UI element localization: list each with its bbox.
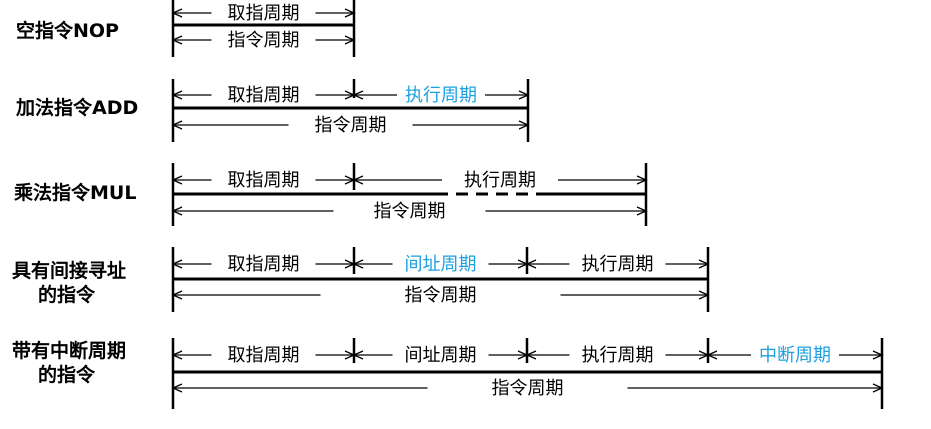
- interrupt-indirect-label: 间址周期: [405, 345, 477, 366]
- row-label-line: 空指令NOP: [16, 20, 119, 42]
- row-label-indirect: 具有间接寻址 的指令: [12, 259, 126, 307]
- nop-instruction-label: 指令周期: [228, 30, 300, 51]
- row-label-mul: 乘法指令MUL: [14, 181, 136, 205]
- indirect-fetch-label: 取指周期: [228, 254, 300, 275]
- row-label-line: 带有中断周期: [12, 340, 127, 362]
- interrupt-execute-label: 执行周期: [582, 345, 654, 366]
- nop-fetch-label: 取指周期: [228, 3, 300, 24]
- add-execute-label: 执行周期: [405, 85, 477, 106]
- row-label-line: 的指令: [38, 284, 96, 306]
- indirect-instruction-label: 指令周期: [405, 285, 477, 306]
- row-label-line: 的指令: [38, 364, 96, 386]
- add-fetch-label: 取指周期: [228, 85, 300, 106]
- row-label-add: 加法指令ADD: [16, 96, 138, 120]
- row-label-line: 具有间接寻址: [12, 260, 127, 282]
- interrupt-instruction-label: 指令周期: [492, 378, 564, 399]
- indirect-indirect-label: 间址周期: [405, 254, 477, 275]
- mul-instruction-label: 指令周期: [374, 201, 446, 222]
- row-label-line: 乘法指令MUL: [14, 182, 137, 204]
- row-label-line: 加法指令ADD: [16, 97, 139, 119]
- interrupt-fetch-label: 取指周期: [228, 345, 300, 366]
- interrupt-interrupt-label: 中断周期: [759, 345, 831, 366]
- add-instruction-label: 指令周期: [315, 115, 387, 136]
- row-label-interrupt: 带有中断周期 的指令: [12, 339, 126, 387]
- mul-fetch-label: 取指周期: [228, 170, 300, 191]
- row-label-nop: 空指令NOP: [16, 19, 119, 43]
- mul-execute-label: 执行周期: [464, 170, 536, 191]
- indirect-execute-label: 执行周期: [582, 254, 654, 275]
